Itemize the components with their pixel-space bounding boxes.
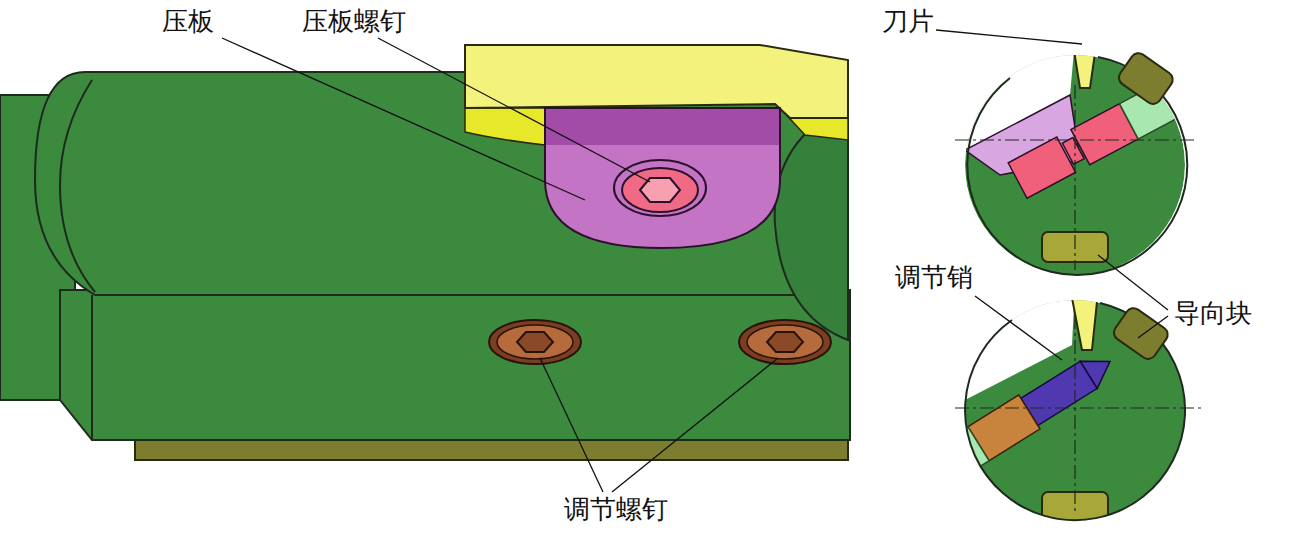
adjusting-screw: [739, 320, 831, 364]
end-cap: [775, 105, 848, 340]
part-label: 压板: [160, 6, 216, 36]
part-label: 调节销: [893, 262, 975, 292]
adjusting-screw: [489, 320, 581, 364]
section-view-bottom: [909, 285, 1205, 522]
clamp-plate: [545, 108, 780, 248]
clamp-screw: [614, 160, 706, 216]
bottom-strip: [135, 438, 848, 460]
section-view-top: [955, 32, 1195, 275]
part-label: 压板螺钉: [300, 6, 408, 36]
part-label: 调节螺钉: [562, 494, 670, 524]
part-label: 刀片: [880, 6, 936, 36]
leader-lines: [222, 30, 1168, 492]
part-label: 导向块: [1172, 298, 1254, 328]
flat-face: [60, 290, 850, 440]
